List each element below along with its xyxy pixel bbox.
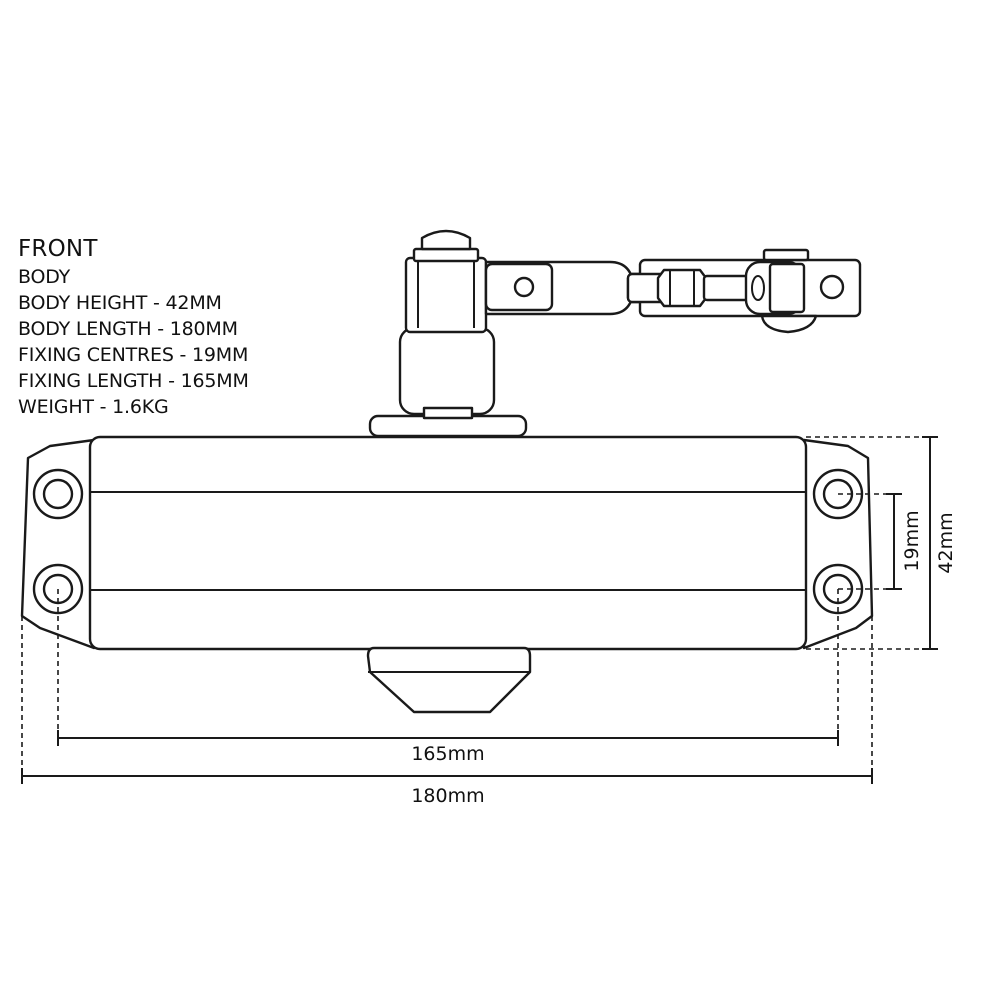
shoe-hole [819, 274, 845, 300]
pinion-cap [420, 229, 472, 251]
dim-19-label: 19mm [901, 510, 923, 571]
shoe-bottom-tab [760, 314, 818, 334]
arm-hole [513, 276, 535, 298]
spec-body-height: BODY HEIGHT - 42MM [18, 292, 222, 314]
valve-housing [366, 646, 532, 714]
dim-42-label: 42mm [935, 512, 957, 573]
dimension-lines [21, 436, 938, 784]
pinion-neck [422, 406, 474, 420]
spec-fixing-centres: FIXING CENTRES - 19MM [18, 344, 249, 366]
view-title: FRONT [18, 236, 98, 262]
spec-fixing-length: FIXING LENGTH - 165MM [18, 370, 249, 392]
dim-165-label: 165mm [411, 743, 484, 765]
pinion-cylinder [398, 326, 496, 416]
section-title: BODY [18, 266, 71, 288]
closer-body [20, 435, 874, 714]
spec-weight: WEIGHT - 1.6KG [18, 396, 169, 418]
arm-assembly [368, 229, 862, 438]
pinion-cap-base [412, 247, 480, 263]
body-main [88, 435, 808, 651]
dim-180-label: 180mm [411, 785, 484, 807]
spec-body-length: BODY LENGTH - 180MM [18, 318, 238, 340]
fixing-hole-top-left [32, 468, 84, 520]
spec-list: FRONT BODY BODY HEIGHT - 42MM BODY LENGT… [18, 234, 249, 420]
shoe-top-tab [762, 248, 810, 262]
